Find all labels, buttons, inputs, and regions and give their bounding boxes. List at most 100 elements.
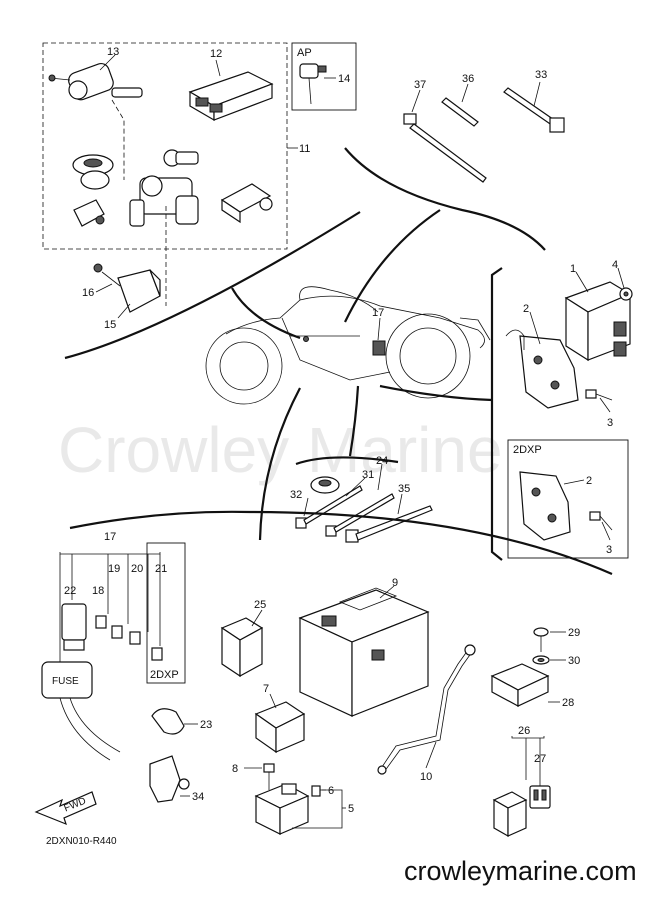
callout-15: 15 — [104, 319, 116, 331]
motorcycle-outline — [205, 286, 491, 405]
callout-20: 20 — [131, 563, 143, 575]
callout-26: 26 — [518, 725, 530, 737]
callout-10: 10 — [420, 771, 432, 783]
callout-13: 13 — [107, 46, 119, 58]
fuse-holder-text: FUSE — [52, 676, 79, 687]
callout-4: 4 — [612, 259, 618, 271]
callout-14: 14 — [338, 73, 350, 85]
leader-to-bike-a — [231, 287, 301, 340]
ap-label: AP — [297, 47, 312, 59]
part-27-connector[interactable] — [529, 785, 551, 809]
website-text[interactable]: crowleymarine.com — [404, 856, 637, 886]
part-bracket-small[interactable] — [73, 199, 105, 227]
part-21-fuse[interactable] — [151, 647, 163, 661]
callout-19: 19 — [108, 563, 120, 575]
callout-23: 23 — [200, 719, 212, 731]
callout-17-bike: 17 — [372, 307, 384, 319]
callout-32: 32 — [290, 489, 302, 501]
callout-22: 22 — [64, 585, 76, 597]
part-3-bolt[interactable] — [585, 389, 613, 401]
callout-17: 17 — [104, 531, 116, 543]
part-35-tie[interactable] — [345, 505, 433, 543]
part-4-nut[interactable] — [619, 287, 633, 301]
ignition-ecu-group — [42, 42, 298, 250]
mid-group-bracket — [295, 456, 399, 466]
part-25-relay[interactable] — [220, 617, 264, 678]
part-6-fuse[interactable] — [311, 785, 321, 797]
part-connector-housing[interactable] — [220, 183, 273, 224]
fuse-group: 2DXP FUSE — [41, 542, 186, 761]
callout-21: 21 — [155, 563, 167, 575]
callout-12: 12 — [210, 48, 222, 60]
part-33-band[interactable] — [503, 87, 565, 133]
part-8-bolt[interactable] — [263, 763, 275, 790]
battery-location-marker — [372, 340, 386, 356]
callout-16: 16 — [82, 287, 94, 299]
part-18-fuse[interactable] — [95, 615, 107, 629]
ap-box: AP — [291, 42, 357, 111]
callout-18: 18 — [92, 585, 104, 597]
callout-31: 31 — [362, 469, 374, 481]
callout-1: 1 — [570, 263, 576, 275]
callout-37: 37 — [414, 79, 426, 91]
part-7-relay-cover[interactable] — [254, 701, 306, 754]
part-36-clip[interactable] — [441, 97, 479, 127]
part-grommet[interactable] — [72, 154, 114, 190]
callout-7: 7 — [263, 683, 269, 695]
callout-9: 9 — [392, 577, 398, 589]
callout-25: 25 — [254, 599, 266, 611]
group-11-dashed-box — [42, 42, 288, 250]
part-1-ecu-unit[interactable] — [564, 281, 632, 362]
callout-28: 28 — [562, 697, 574, 709]
leader-mid-to-bike — [348, 385, 360, 457]
part-26-unit[interactable] — [492, 791, 528, 838]
part-34-bracket[interactable] — [149, 755, 190, 803]
part-12-ecu[interactable] — [188, 71, 274, 122]
part-30-washer[interactable] — [532, 655, 550, 665]
part-20-fuse[interactable] — [129, 631, 141, 645]
part-22-fuse-box[interactable] — [61, 603, 87, 651]
callout-33: 33 — [535, 69, 547, 81]
part-37-cable-tie[interactable] — [403, 113, 487, 183]
part-13-main-switch[interactable] — [48, 61, 143, 102]
part-29-screw[interactable] — [533, 627, 549, 652]
callout-29: 29 — [568, 627, 580, 639]
part-lock-assembly[interactable] — [129, 149, 199, 227]
part-fuse-holder[interactable]: FUSE — [41, 661, 121, 761]
part-5-starter-relay[interactable] — [254, 783, 310, 835]
callout-6: 6 — [328, 785, 334, 797]
part-14-key[interactable] — [299, 63, 327, 105]
watermark-text: Crowley Marine — [58, 414, 503, 486]
part-15-16-cover[interactable] — [93, 206, 167, 313]
right-ecu-group: 2DXP — [505, 281, 633, 559]
part-9-battery[interactable] — [298, 587, 430, 717]
callout-11: 11 — [299, 143, 310, 155]
part-28-sensor[interactable] — [490, 663, 550, 708]
callout-35: 35 — [398, 483, 410, 495]
leader-curve-ecu — [64, 211, 361, 360]
leader-curve-ties — [344, 147, 546, 251]
diagram-code: 2DXN010-R440 — [46, 836, 117, 847]
callout-24: 24 — [376, 455, 388, 467]
callout-8: 8 — [232, 763, 238, 775]
callout-3-alt: 3 — [606, 544, 612, 556]
2dxp-label-right: 2DXP — [513, 444, 542, 456]
part-10-battery-cable[interactable] — [377, 644, 476, 775]
callout-30: 30 — [568, 655, 580, 667]
callout-3: 3 — [607, 417, 613, 429]
part-grommet-ring[interactable] — [310, 476, 340, 494]
leader-ecu-bracket — [379, 384, 493, 402]
right-bracket-line — [490, 267, 503, 561]
cable-tie-group — [344, 87, 565, 323]
callout-36: 36 — [462, 73, 474, 85]
part-3-bolt-alt[interactable] — [589, 511, 613, 531]
part-19-fuse[interactable] — [111, 625, 123, 639]
part-23-clamp[interactable] — [151, 708, 185, 735]
callout-27: 27 — [534, 753, 546, 765]
part-2-bracket-alt[interactable] — [519, 471, 571, 541]
leader-ties-to-bike — [344, 209, 441, 323]
part-31-tie[interactable] — [325, 493, 395, 537]
lower-group-curve — [69, 510, 613, 576]
part-2-bracket[interactable] — [505, 329, 579, 409]
